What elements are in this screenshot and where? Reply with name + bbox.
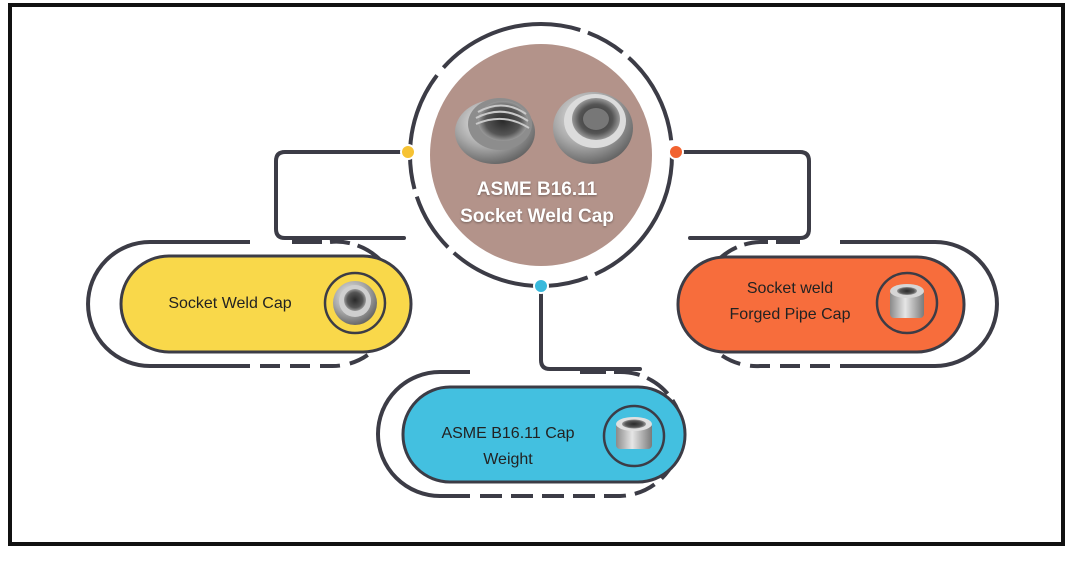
connector-right (674, 150, 811, 240)
left-outer-arc (86, 240, 250, 368)
bottom-outer-arc (376, 370, 470, 498)
node-label-cap-weight: ASME B16.11 Cap Weight (441, 425, 575, 468)
connector-dot-yellow (400, 144, 416, 160)
bottom-icon-ring (602, 404, 666, 468)
right-outer-arc (840, 240, 999, 368)
node-label-socket-weld-cap: Socket Weld Cap (168, 295, 292, 312)
connector-dot-blue (533, 278, 549, 294)
left-icon-ring (323, 271, 387, 335)
socket-weld-cap-icon (333, 281, 377, 325)
threaded-cap-photo (455, 98, 535, 164)
connector-bottom (539, 284, 642, 371)
pipe-cap-photo-icon (455, 92, 633, 164)
cap-weight-icon (616, 417, 652, 449)
connector-lines (274, 150, 811, 371)
socket-cap-photo (553, 92, 633, 164)
left-outer-dashes-bottom (260, 344, 380, 369)
node-label-forged-line2: Forged Pipe Cap (729, 306, 851, 323)
connector-left (274, 150, 410, 240)
forged-pipe-cap-icon (890, 284, 924, 318)
right-icon-ring (875, 271, 939, 335)
node-forged-pipe-cap (676, 240, 999, 369)
node-cap-weight (376, 369, 687, 498)
node-label-forged-line1: Socket weld (746, 280, 834, 297)
node-label-forged-pipe-cap: Socket weld Forged Pipe Cap (720, 276, 860, 328)
connector-dot-orange (668, 144, 684, 160)
center-title-line1: ASME B16.11 (476, 179, 598, 200)
center-title-line2: Socket Weld Cap (460, 206, 614, 227)
node-socket-weld-cap (86, 239, 413, 369)
center-node (408, 22, 674, 288)
center-title: ASME B16.11 Socket Weld Cap (432, 176, 642, 230)
